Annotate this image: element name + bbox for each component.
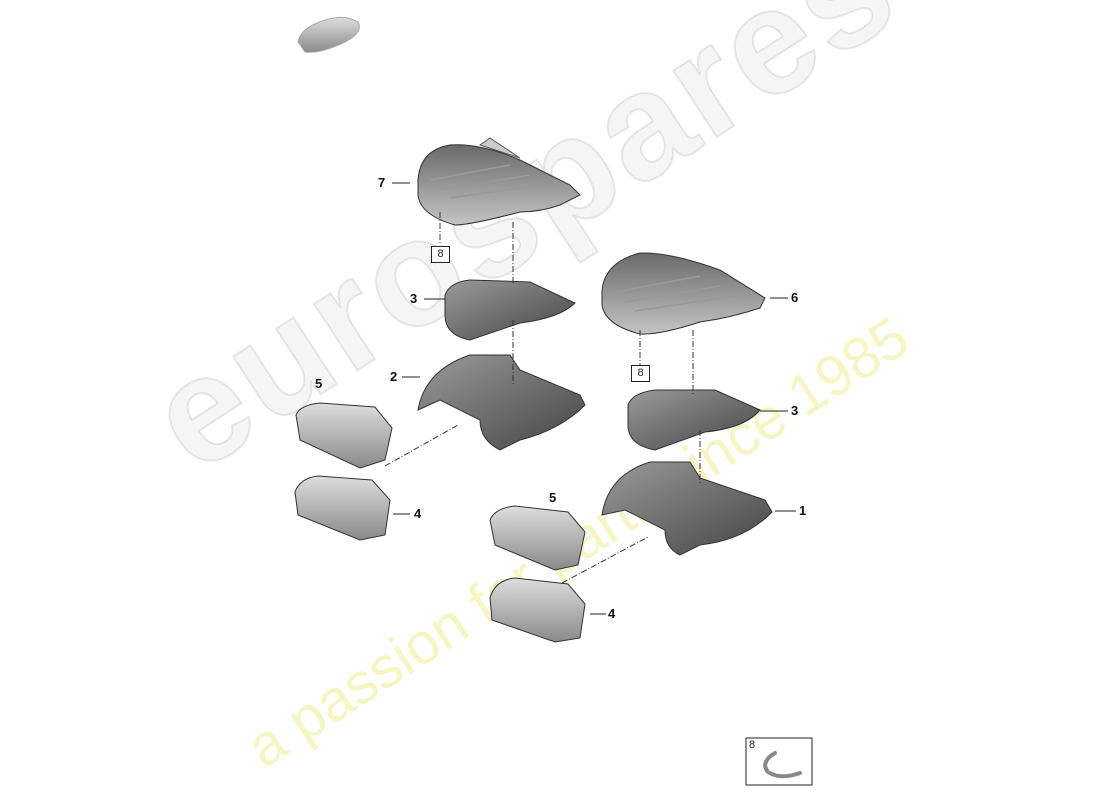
callout-7: 7: [378, 175, 386, 190]
callout-8-box: 8: [431, 246, 450, 263]
callout-1: 1: [799, 503, 807, 518]
callout-3: 3: [791, 403, 799, 418]
callout-8-box: 8: [631, 365, 650, 382]
legend-box: [745, 737, 813, 786]
part-5-side-bolster-left: [295, 402, 393, 469]
part-7-seat-cover: [417, 137, 581, 226]
callout-6: 6: [791, 290, 799, 305]
part-4-side-bolster-center: [489, 577, 586, 643]
part-5-side-bolster-center: [489, 505, 586, 571]
callout-5: 5: [549, 490, 557, 505]
callout-5: 5: [315, 376, 323, 391]
car-icon: [297, 16, 360, 53]
legend-label: 8: [749, 739, 756, 751]
callout-4: 4: [608, 606, 616, 621]
leader-lines: [392, 182, 796, 615]
dash-lines: [384, 212, 701, 584]
part-1-seat-frame: [601, 461, 773, 556]
part-3-cushion-lower: [627, 389, 761, 451]
callout-4: 4: [414, 506, 422, 521]
part-3-cushion-upper: [444, 279, 576, 341]
callout-3: 3: [410, 291, 418, 306]
callout-2: 2: [390, 369, 398, 384]
clip-icon: [763, 751, 802, 779]
part-4-side-bolster-left: [294, 475, 391, 541]
part-2-seat-frame: [417, 354, 586, 451]
part-6-seat-cover: [601, 252, 766, 335]
